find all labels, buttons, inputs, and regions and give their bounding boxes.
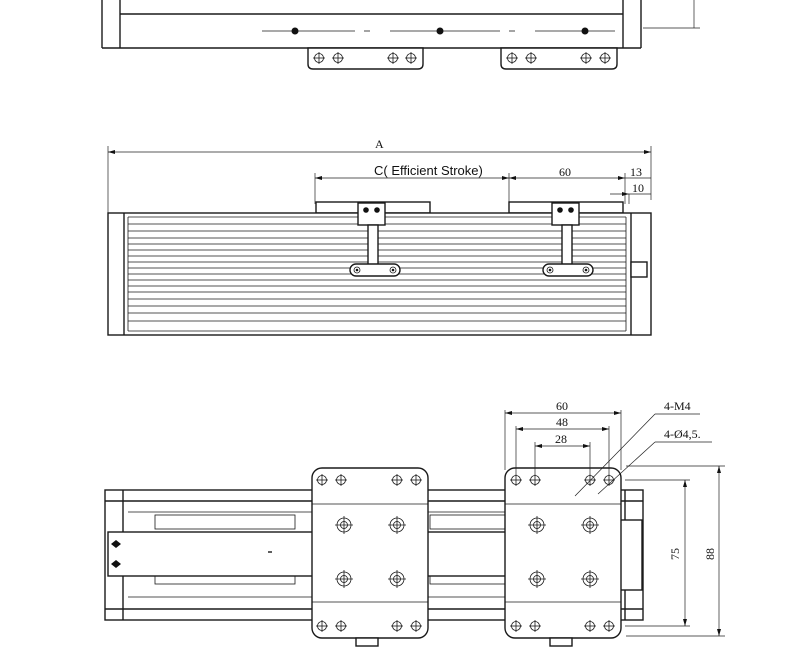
center-mark (291, 27, 299, 35)
end-offset-small-label: 10 (632, 181, 644, 195)
thread-callout-label: 4-M4 (664, 399, 691, 413)
dimension-a-label: A (375, 137, 384, 151)
end-offset-label: 13 (630, 165, 642, 179)
center-mark (581, 27, 589, 35)
hole-callout-label: 4-Ø4,5. (664, 427, 701, 441)
carriage-plate (311, 467, 429, 647)
side-view: A C( Efficient Stroke) 60 13 10 (107, 137, 652, 336)
height-75-label: 75 (668, 548, 682, 560)
center-mark (436, 27, 444, 35)
width-60-label: 60 (556, 399, 568, 413)
top-view (101, 0, 700, 70)
effective-stroke-label: C( Efficient Stroke) (374, 163, 483, 178)
carriage-plate (504, 467, 622, 647)
height-88-label: 88 (703, 548, 717, 560)
mounting-hole-icon (313, 52, 611, 64)
width-48-label: 48 (556, 415, 568, 429)
width-28-label: 28 (555, 432, 567, 446)
carriage-bracket (542, 202, 594, 277)
carriage-pitch-label: 60 (559, 165, 571, 179)
plan-view: 60 48 28 4-M4 4-Ø4,5. 75 88 (104, 399, 725, 647)
carriage-bracket (349, 202, 401, 277)
